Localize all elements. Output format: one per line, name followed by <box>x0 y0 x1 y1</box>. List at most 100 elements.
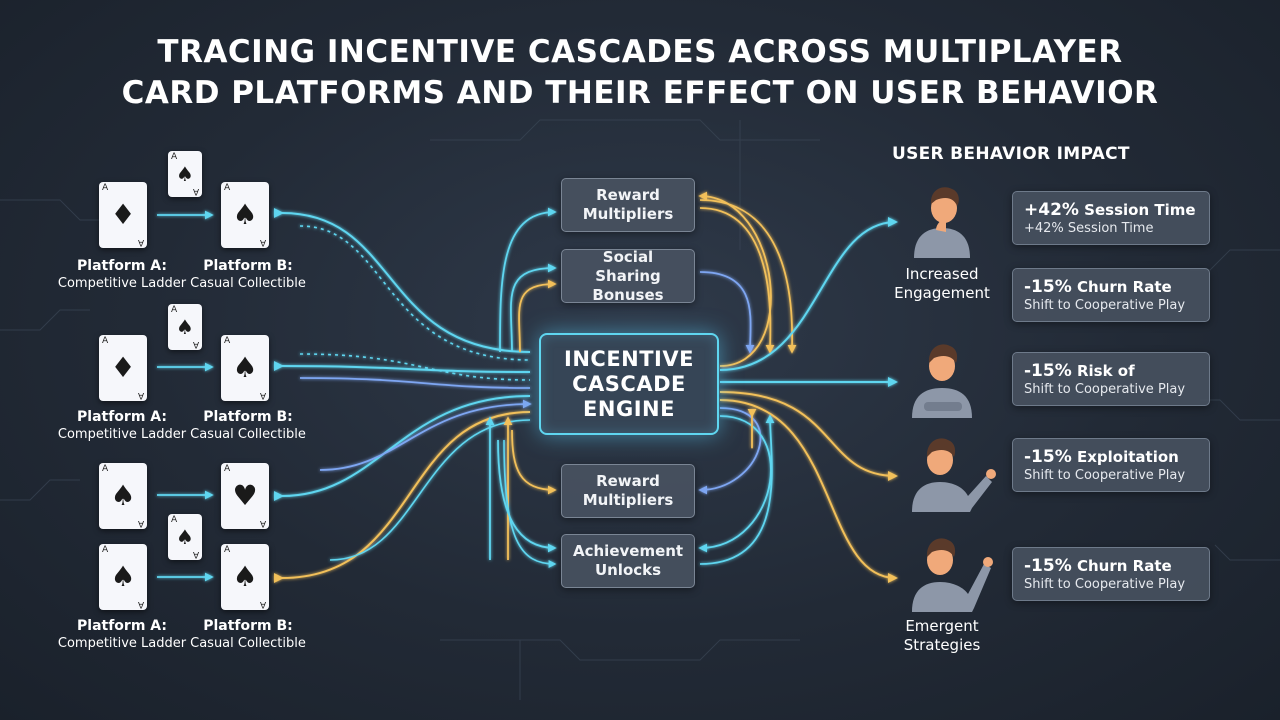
mechanism-label: Reward Multipliers <box>582 186 674 223</box>
platform-a-label: Platform A: Competitive Ladder <box>56 257 188 293</box>
platform-b-card: A ♠ A <box>221 544 269 610</box>
platform-b-title: Platform B: <box>203 258 293 274</box>
platform-a-card: A ♦ A <box>99 182 147 248</box>
metric-subtitle: Shift to Cooperative Play <box>1024 298 1186 313</box>
card-rank: A <box>137 390 144 400</box>
platform-a-subtitle: Competitive Ladder <box>57 427 187 442</box>
metric-label: Risk of <box>1076 362 1135 380</box>
thinking-person-icon <box>914 187 970 258</box>
card-rank: A <box>171 152 178 162</box>
person-raising-hand-icon <box>912 538 993 612</box>
mechanism-reward-multipliers: Reward Multipliers <box>561 178 695 232</box>
spade-icon: ♠ <box>176 525 194 549</box>
metric-value: -15% <box>1024 447 1072 467</box>
platform-a-card: A ♠ A <box>99 544 147 610</box>
metric-subtitle: +42% Session Time <box>1024 221 1154 236</box>
card-rank: A <box>259 599 266 609</box>
card-rank: A <box>102 464 109 474</box>
spade-icon: ♠ <box>110 479 136 512</box>
platform-b-subtitle: Casual Collectible <box>190 276 306 291</box>
metric-label: Churn Rate <box>1076 557 1172 575</box>
metric-label: Exploitation <box>1076 448 1179 466</box>
card-rank: A <box>259 237 266 247</box>
platform-a-title: Platform A: <box>77 258 167 274</box>
platform-a-subtitle: Competitive Ladder <box>57 636 187 651</box>
heart-icon: ♥ <box>232 479 258 512</box>
metric-card: -15% Exploitation Shift to Cooperative P… <box>1012 438 1210 492</box>
platform-b-label: Platform B: Casual Collectible <box>188 617 308 653</box>
platform-b-subtitle: Casual Collectible <box>190 427 306 442</box>
metric-label: Churn Rate <box>1076 278 1172 296</box>
mechanism-label: Reward Multipliers <box>582 472 674 509</box>
metric-card: -15% Churn Rate Shift to Cooperative Pla… <box>1012 547 1210 601</box>
outflow-lines <box>698 191 898 583</box>
card-rank: A <box>102 336 109 346</box>
card-rank: A <box>192 186 199 196</box>
metric-value: -15% <box>1024 361 1072 381</box>
card-rank: A <box>137 518 144 528</box>
card-rank: A <box>224 545 231 555</box>
platform-b-label: Platform B: Casual Collectible <box>188 257 308 293</box>
metric-subtitle: Shift to Cooperative Play <box>1024 468 1186 483</box>
metric-label: Session Time <box>1084 201 1196 219</box>
card-rank: A <box>224 464 231 474</box>
circuit-background <box>0 119 1280 700</box>
metric-value: -15% <box>1024 277 1072 297</box>
platform-a-card: A ♠ A <box>99 463 147 529</box>
incentive-cascade-engine: INCENTIVE CASCADE ENGINE <box>539 333 719 435</box>
platform-a-title: Platform A: <box>77 618 167 634</box>
platform-a-subtitle: Competitive Ladder <box>57 276 187 291</box>
extra-card: A ♠ A <box>168 514 202 560</box>
card-rank: A <box>224 336 231 346</box>
platform-b-title: Platform B: <box>203 618 293 634</box>
platform-a-label: Platform A: Competitive Ladder <box>56 617 188 653</box>
platform-arrows <box>157 210 214 582</box>
metric-title: -15% Churn Rate <box>1024 557 1209 576</box>
card-rank: A <box>192 549 199 559</box>
metric-title: -15% Churn Rate <box>1024 278 1209 297</box>
spade-icon: ♠ <box>110 560 136 593</box>
mechanism-label: Achievement Unlocks <box>573 542 684 579</box>
page-title: TRACING INCENTIVE CASCADES ACROSS MULTIP… <box>0 32 1280 114</box>
card-rank: A <box>224 183 231 193</box>
platform-b-card: A ♠ A <box>221 335 269 401</box>
engine-label: INCENTIVE CASCADE ENGINE <box>564 346 694 421</box>
card-rank: A <box>137 237 144 247</box>
platform-b-label: Platform B: Casual Collectible <box>188 408 308 444</box>
metric-title: -15% Risk of <box>1024 362 1209 381</box>
spade-icon: ♠ <box>232 351 258 384</box>
card-rank: A <box>259 390 266 400</box>
extra-card: A ♠ A <box>168 151 202 197</box>
behavior-label-emergent: Emergent Strategies <box>903 617 981 654</box>
platform-b-subtitle: Casual Collectible <box>190 636 306 651</box>
card-rank: A <box>171 305 178 315</box>
card-rank: A <box>259 518 266 528</box>
platform-b-card: A ♠ A <box>221 182 269 248</box>
metric-card: -15% Churn Rate Shift to Cooperative Pla… <box>1012 268 1210 322</box>
spade-icon: ♠ <box>176 162 194 186</box>
platform-b-title: Platform B: <box>203 409 293 425</box>
extra-card: A ♠ A <box>168 304 202 350</box>
diamond-icon: ♦ <box>110 351 136 384</box>
metric-value: -15% <box>1024 556 1072 576</box>
metric-title: +42% Session Time <box>1024 201 1209 220</box>
card-rank: A <box>137 599 144 609</box>
spade-icon: ♠ <box>232 198 258 231</box>
mechanism-social-sharing-bonuses: Social Sharing Bonuses <box>561 248 695 304</box>
person-pointing-icon <box>912 438 996 512</box>
metric-title: -15% Exploitation <box>1024 448 1209 467</box>
card-rank: A <box>192 339 199 349</box>
card-rank: A <box>102 183 109 193</box>
platform-b-card: A ♥ A <box>221 463 269 529</box>
title-line-1: TRACING INCENTIVE CASCADES ACROSS MULTIP… <box>157 34 1123 70</box>
platform-a-title: Platform A: <box>77 409 167 425</box>
behavior-label-engagement: Increased Engagement <box>894 265 990 302</box>
platform-a-label: Platform A: Competitive Ladder <box>56 408 188 444</box>
person-arms-crossed-icon <box>912 344 972 418</box>
metric-card: -15% Risk of Shift to Cooperative Play <box>1012 352 1210 406</box>
metric-subtitle: Shift to Cooperative Play <box>1024 382 1186 397</box>
platform-a-card: A ♦ A <box>99 335 147 401</box>
spade-icon: ♠ <box>232 560 258 593</box>
mechanism-achievement-unlocks: Achievement Unlocks <box>561 534 695 588</box>
